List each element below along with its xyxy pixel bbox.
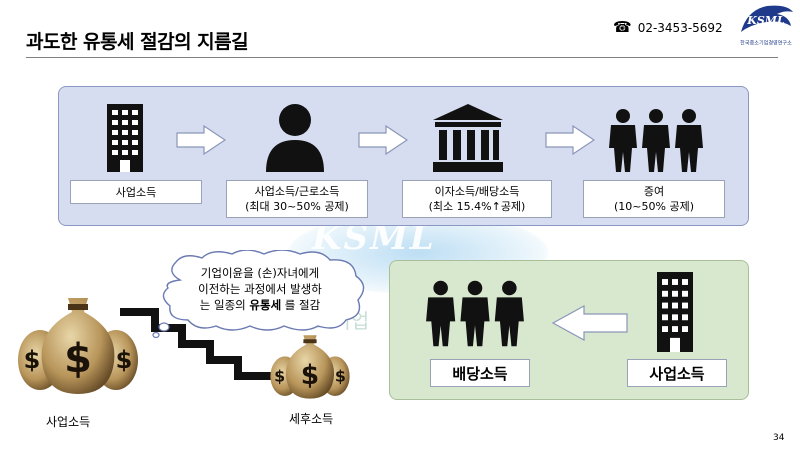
person-icon xyxy=(266,104,324,172)
flow-step-note: (최소 15.4%↑공제) xyxy=(428,200,526,213)
cloud-line: 기업이윤을 (손)자녀에게 xyxy=(200,266,320,280)
cloud-callout xyxy=(162,250,365,331)
phone-text: 02-3453-5692 xyxy=(637,21,723,35)
building-icon xyxy=(107,104,143,172)
arrow-right-icon xyxy=(545,125,595,155)
flow-step-note: (최대 30~50% 공제) xyxy=(245,200,349,213)
svg-text:$: $ xyxy=(64,336,92,382)
arrow-right-icon xyxy=(358,125,408,155)
cloud-line: 는 일종의 유통세 를 절감 xyxy=(174,297,346,313)
family-icon xyxy=(426,280,524,347)
svg-text:$: $ xyxy=(335,367,346,386)
cloud-line: 이전하는 과정에서 발생하 xyxy=(198,282,322,296)
header-divider xyxy=(26,57,778,58)
flow-step-note: (10~50% 공제) xyxy=(614,200,694,213)
svg-text:$: $ xyxy=(274,367,285,386)
flow-step-label: 이자소득/배당소득 xyxy=(434,185,520,198)
arrow-left-icon xyxy=(552,305,628,341)
cloud-tail xyxy=(152,322,170,339)
money-right-label: 세후소득 xyxy=(289,412,334,426)
flow-step-gift: 증여 (10~50% 공제) xyxy=(583,180,725,218)
flow-step-dividend-income: 이자소득/배당소득 (최소 15.4%↑공제) xyxy=(402,180,552,218)
cloud-text: 기업이윤을 (손)자녀에게 이전하는 과정에서 발생하 는 일종의 유통세 를 … xyxy=(174,265,346,313)
ksml-logo: KSML xyxy=(741,5,793,32)
cloud-line-part: 는 일종의 xyxy=(199,298,250,312)
page-number: 34 xyxy=(773,433,785,443)
bank-icon xyxy=(433,104,503,172)
cloud-emphasis: 유통세 xyxy=(249,298,282,312)
business-income-label: 사업소득 xyxy=(627,359,727,387)
svg-text:$: $ xyxy=(24,346,41,374)
money-left-label: 사업소득 xyxy=(46,415,91,429)
logo-subtitle: 한국중소기업경영연구소 xyxy=(740,40,792,47)
flow-step-label: 사업소득/근로소득 xyxy=(254,185,340,198)
flow-step-label: 증여 xyxy=(643,185,665,198)
phone-number: ☎ 02-3453-5692 xyxy=(613,18,723,36)
flow-step-business-income: 사업소득 xyxy=(70,180,202,204)
dividend-income-label: 배당소득 xyxy=(430,359,530,387)
svg-text:$: $ xyxy=(301,360,319,391)
cloud-line-part: 를 절감 xyxy=(281,298,321,312)
svg-text:$: $ xyxy=(116,346,133,374)
flow-step-earned-income: 사업소득/근로소득 (최대 30~50% 공제) xyxy=(226,180,368,218)
staircase-shape xyxy=(120,308,280,380)
logo-text: KSML xyxy=(746,14,785,27)
building-icon xyxy=(657,272,693,352)
phone-icon: ☎ xyxy=(613,18,632,36)
arrow-right-icon xyxy=(176,125,226,155)
money-bags-large: $ $ $ xyxy=(18,298,138,394)
family-icon xyxy=(609,109,703,172)
money-bags-small: $ $ $ xyxy=(270,335,350,399)
flow-step-label: 사업소득 xyxy=(115,185,157,199)
page-title: 과도한 유통세 절감의 지름길 xyxy=(26,31,249,53)
